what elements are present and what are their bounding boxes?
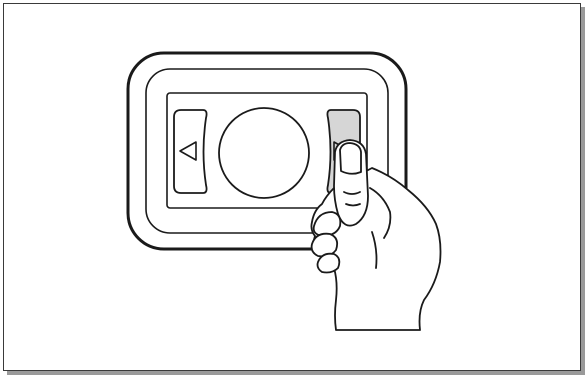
left-button[interactable] [174,110,207,193]
center-round-button[interactable] [219,108,309,198]
